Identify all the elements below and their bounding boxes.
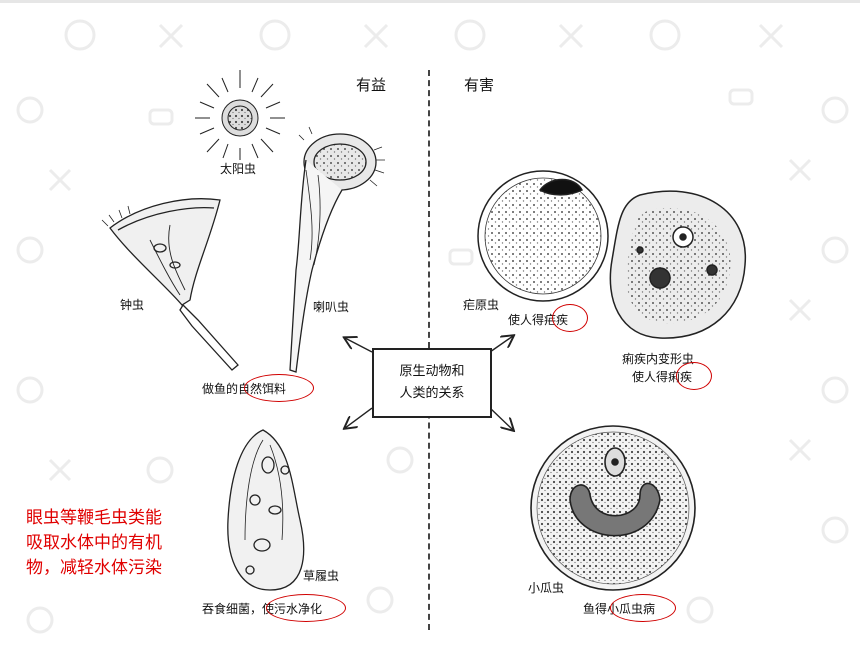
highlight-circle-ich-disease bbox=[610, 594, 676, 622]
top-border bbox=[0, 0, 860, 3]
label-ichthyophthirius: 小瓜虫 bbox=[528, 581, 565, 595]
center-box-line-2: 人类的关系 bbox=[399, 386, 465, 401]
stentor-drawing bbox=[289, 126, 385, 373]
plasmodium-drawing bbox=[477, 170, 609, 302]
note-line-3: 物，减轻水体污染 bbox=[26, 558, 162, 578]
ichthyophthirius-drawing bbox=[530, 425, 696, 591]
label-sun-animalcule: 太阳虫 bbox=[220, 162, 257, 176]
header-beneficial: 有益 bbox=[356, 76, 387, 94]
relation-arrows bbox=[345, 336, 513, 430]
label-plasmodium: 疟原虫 bbox=[463, 298, 500, 312]
center-box-line-1: 原生动物和 bbox=[399, 364, 465, 379]
label-paramecium: 草履虫 bbox=[303, 569, 340, 583]
label-vorticella: 钟虫 bbox=[120, 298, 145, 312]
label-stentor: 喇叭虫 bbox=[313, 300, 350, 314]
label-entamoeba: 痢疾内变形虫 bbox=[622, 352, 695, 366]
highlight-circle-natural-food bbox=[244, 374, 314, 402]
sun-animalcule-drawing bbox=[195, 70, 285, 160]
entamoeba-drawing bbox=[609, 190, 746, 339]
highlight-circle-dysentery bbox=[676, 362, 712, 390]
note-line-1: 眼虫等鞭毛虫类能 bbox=[26, 508, 162, 528]
note-line-2: 吸取水体中的有机 bbox=[26, 533, 162, 553]
paramecium-drawing bbox=[227, 429, 305, 591]
header-harmful: 有害 bbox=[464, 76, 495, 94]
highlight-circle-malaria bbox=[552, 304, 588, 332]
highlight-circle-purify bbox=[266, 594, 346, 622]
center-relationship-box: 原生动物和 人类的关系 bbox=[372, 348, 492, 418]
red-note: 眼虫等鞭毛虫类能 吸取水体中的有机 物，减轻水体污染 bbox=[26, 506, 216, 581]
vorticella-drawing bbox=[101, 198, 239, 371]
